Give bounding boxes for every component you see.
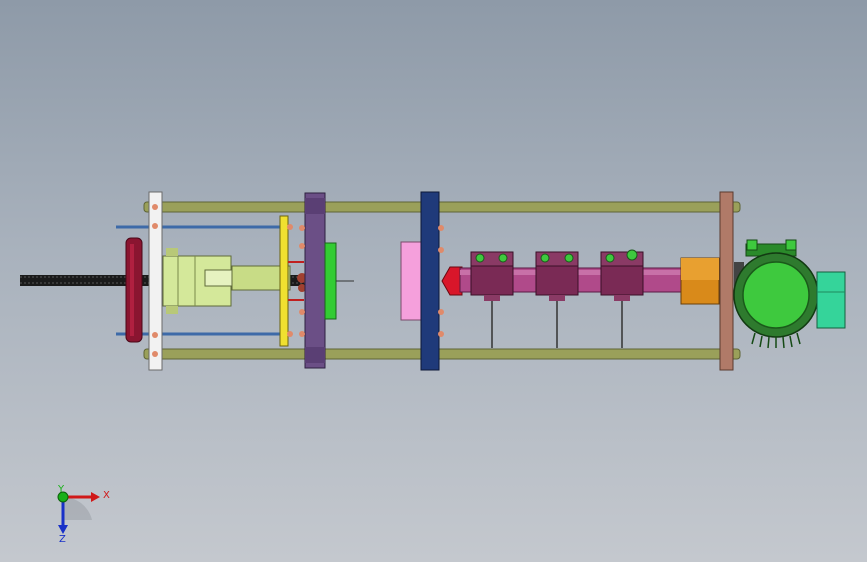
clamp-cylinder-fitting [204,269,234,287]
clamp-cylinder [162,248,291,314]
heater-band-3 [600,249,644,348]
z-axis-label: Z [59,534,66,545]
nozzle [441,266,463,296]
fixed-platen [420,191,444,371]
y-axis-dot [57,491,69,503]
gearbox [816,271,846,329]
handwheel [125,237,143,343]
y-axis-label: Y [57,484,65,495]
tie-rod-bottom [143,348,741,360]
ejector-plate-body [279,215,289,347]
motor-fins [751,332,801,349]
heater-band-1-body [470,263,514,296]
heater-band-3-body [600,263,644,296]
mold-half-fixed [400,241,422,321]
tie-rod-top [143,201,741,213]
heater-band-1 [470,251,514,348]
tie-rods [116,201,741,360]
heater-band-2-body [535,263,579,296]
fixed-platen-body [420,191,440,371]
nozzle-tip [441,266,463,296]
moving-platen-body [304,192,326,369]
heater-band-2 [535,251,579,348]
clamp-end-plate [148,191,163,371]
feed-throat [680,257,720,305]
drive-motor [733,239,846,349]
mold-half-moving [324,242,337,320]
injection-end-plate-body [719,191,734,371]
motor-face [742,261,810,329]
mold [324,241,422,321]
x-axis-label: X [103,490,110,501]
injection-end-plate [719,191,734,371]
clamp-end-plate-body [148,191,163,371]
moving-platen [299,192,326,369]
orientation-triad: X Y Z [57,484,110,545]
